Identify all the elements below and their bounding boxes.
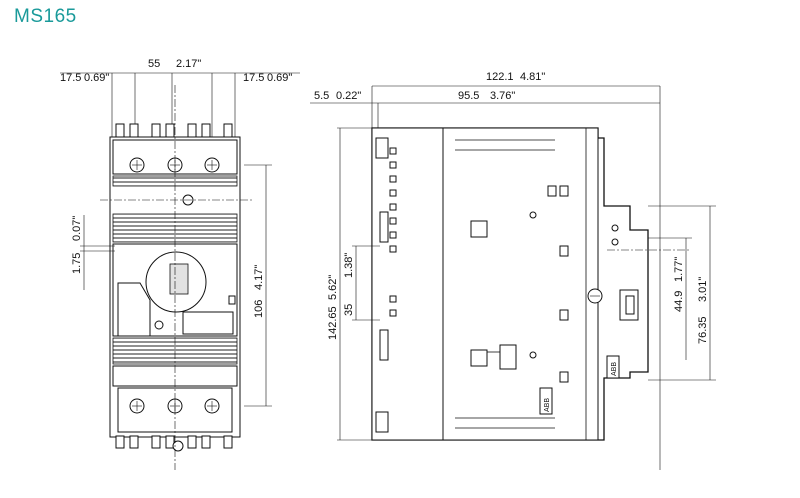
side-dim-b-label: 76.35 (697, 316, 709, 344)
side-clips (529, 185, 569, 383)
side-slots (389, 147, 397, 317)
side-front-offset-inch-label: 0.22" (336, 90, 361, 102)
side-feature-upper (470, 220, 488, 238)
front-pole-pitch-inch-label: 2.17" (176, 58, 201, 70)
side-total-depth-label: 122.1 (486, 71, 514, 83)
front-knob-handle (169, 263, 189, 295)
side-rail-depth-label: 95.5 (458, 90, 479, 102)
front-right-margin-label: 17.5 (243, 72, 264, 84)
side-top-dimensions: 122.1 4.81" 5.5 0.22" 95.5 3.76" (310, 71, 661, 470)
side-dim-b-inch-label: 3.01" (697, 277, 709, 302)
side-body-outline (371, 127, 649, 441)
side-upper-inch-label: 1.38" (343, 253, 355, 278)
front-left-dimension: 1.75 0.07" (71, 215, 115, 290)
front-height-inch-label: 4.17" (253, 265, 265, 290)
side-rail-label: 35 (343, 304, 355, 316)
front-right-margin-inch-label: 0.69" (267, 72, 292, 84)
front-top-dimensions: 17.5 0.69" 55 2.17" 17.5 0.69" (60, 58, 300, 140)
side-view: 122.1 4.81" 5.5 0.22" 95.5 3.76" (310, 71, 716, 470)
front-left-margin-inch-label: 0.69" (84, 72, 109, 84)
page-title: MS165 (14, 6, 77, 27)
side-feature-lower (470, 349, 488, 367)
side-brand-plate-right (606, 355, 620, 379)
side-total-height-inch-label: 5.62" (327, 275, 339, 300)
front-height-label: 106 (253, 300, 265, 318)
front-view: 17.5 0.69" 55 2.17" 17.5 0.69" (60, 58, 300, 470)
front-offset-inch-label: 0.07" (71, 216, 83, 241)
side-dim-a-inch-label: 1.77" (673, 257, 685, 282)
side-front-offset-label: 5.5 (314, 90, 329, 102)
side-front-face (371, 127, 444, 441)
side-brand-label-left: ABB (544, 398, 551, 412)
front-bottom-terminals (115, 435, 233, 452)
side-left-dimensions: 142.65 5.62" 1.38" 35 (327, 127, 380, 441)
side-dim-a-label: 44.9 (673, 291, 685, 312)
front-bottom-screws (129, 398, 220, 414)
side-right-dimensions: 44.9 1.77" 76.35 3.01" (648, 205, 716, 381)
front-pole-pitch-label: 55 (148, 58, 160, 70)
front-offset-label: 1.75 (71, 253, 83, 274)
front-label-plate (182, 311, 234, 335)
side-total-depth-inch-label: 4.81" (520, 71, 545, 83)
side-rail-depth-inch-label: 3.76" (490, 90, 515, 102)
front-left-margin-label: 17.5 (60, 72, 81, 84)
side-brand-plate-left (539, 387, 553, 415)
front-right-dimension: 106 4.17" (244, 164, 272, 407)
side-brand-label-right: ABB (611, 362, 618, 376)
front-top-terminals (115, 123, 233, 139)
side-total-height-label: 142.65 (327, 306, 339, 340)
